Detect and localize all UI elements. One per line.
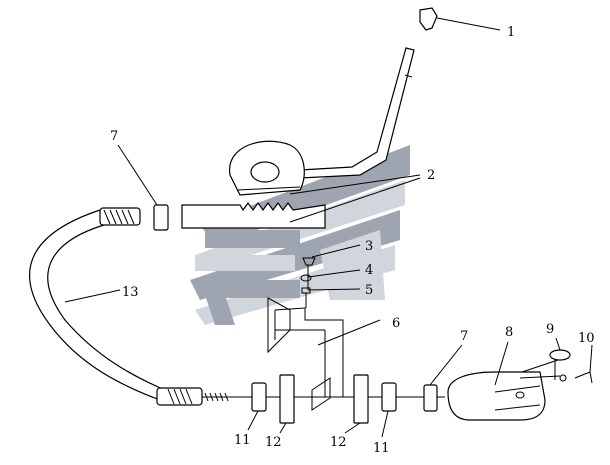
callout-4: 4	[365, 263, 373, 278]
part-12-washer-right	[344, 374, 369, 434]
part-10-cotter-pin	[574, 344, 593, 384]
callout-12-left: 12	[265, 435, 282, 450]
part-13-cable-sheath	[29, 207, 236, 406]
callout-11-right: 11	[373, 441, 390, 456]
part-1-knob	[419, 7, 501, 31]
callout-8: 8	[505, 325, 513, 340]
watermark-block-1	[205, 230, 300, 248]
part-8-clevis	[447, 341, 546, 421]
part-11-sleeve-left	[247, 382, 267, 431]
part-7-nut-right	[423, 344, 463, 412]
handbrake-lever	[229, 47, 415, 196]
watermark-block-2	[195, 255, 295, 271]
part-7-nut-left	[117, 144, 169, 231]
callout-11-left: 11	[234, 433, 251, 448]
callout-5: 5	[365, 283, 373, 298]
callout-2: 2	[427, 168, 435, 183]
callout-7-right: 7	[460, 329, 468, 344]
callout-10: 10	[578, 331, 595, 346]
part-12-washer-left	[279, 374, 295, 434]
callout-9: 9	[546, 322, 554, 337]
callout-1: 1	[507, 25, 515, 40]
watermark-stripe	[205, 295, 235, 325]
callout-3: 3	[365, 239, 373, 254]
callout-12-right: 12	[330, 435, 347, 450]
watermark-stripe-2	[320, 230, 385, 300]
part-11-sleeve-right	[381, 382, 397, 438]
callout-7-left: 7	[110, 129, 118, 144]
callout-13: 13	[122, 285, 139, 300]
callout-6: 6	[392, 316, 400, 331]
part-2-ratchet-bar	[181, 174, 421, 229]
linkage-assembly	[236, 244, 445, 411]
watermark-block-3	[200, 280, 300, 298]
part-9-pin	[519, 337, 571, 382]
